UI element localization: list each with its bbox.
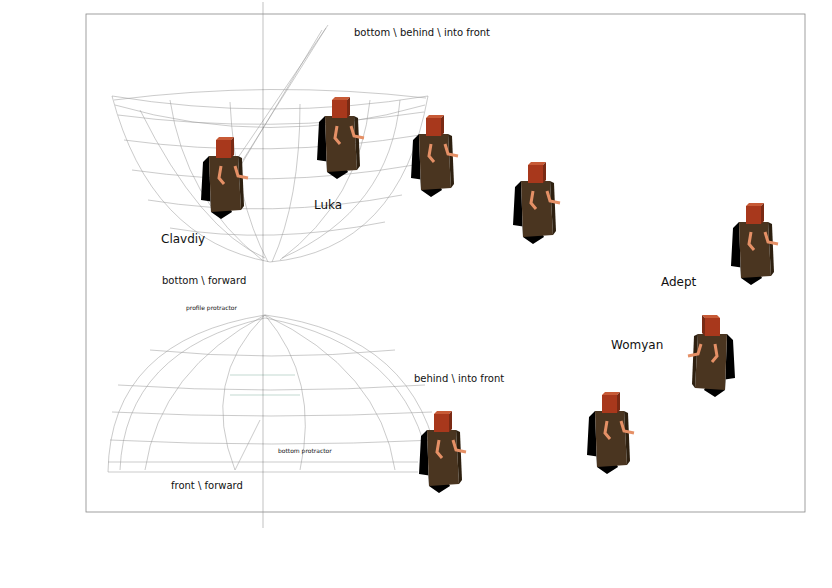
sketch-label: bottom \ behind \ into front [354, 27, 490, 38]
dome-wireframe [108, 315, 440, 472]
sketch-label: behind \ into front [414, 373, 504, 384]
sketch-label: Clavdiy [161, 233, 205, 246]
sketch-label: bottom \ forward [162, 275, 246, 286]
sketch-label: bottom protractor [278, 448, 332, 455]
frame [86, 14, 805, 512]
sketch-label: Womyan [611, 339, 663, 352]
sketch-label: profile protractor [186, 305, 237, 312]
bowl-wireframe [112, 25, 428, 262]
figure [201, 97, 778, 493]
sketch-label: Adept [661, 276, 696, 289]
sketch-label: Luka [314, 199, 342, 212]
sketch-label: front \ forward [171, 480, 243, 491]
